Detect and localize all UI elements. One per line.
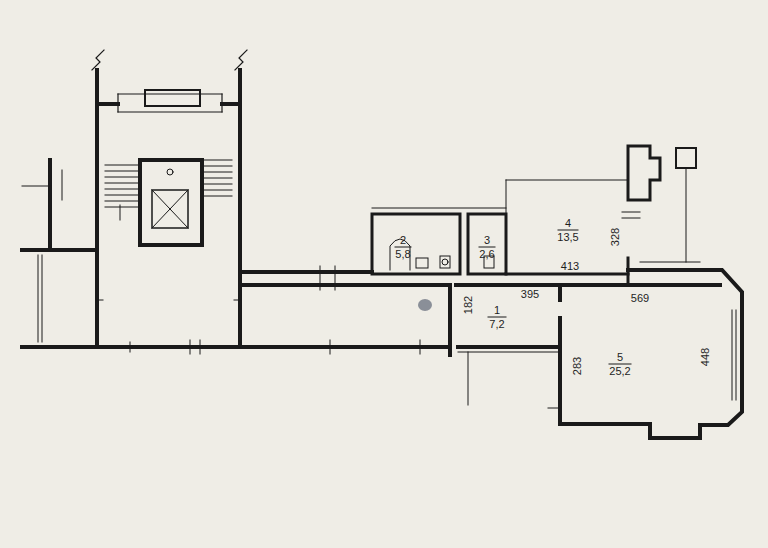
- break-marks: [92, 50, 247, 112]
- room-number: 4: [564, 217, 572, 229]
- vent-shaft: [628, 146, 660, 200]
- room-number: 3: [483, 234, 491, 246]
- window-frame: [145, 90, 200, 106]
- vent-box: [676, 148, 696, 168]
- room-number: 1: [493, 304, 501, 316]
- dimension: 569: [630, 292, 650, 304]
- bay-walls: [560, 270, 742, 438]
- dimension: 182: [462, 295, 474, 315]
- fraction-bars: [395, 230, 631, 364]
- dimension: 328: [609, 227, 621, 247]
- window-lines: [22, 170, 62, 342]
- outer-walls: [22, 272, 720, 405]
- lift-cabin: [152, 190, 188, 228]
- stairwell-walls: [97, 70, 240, 345]
- room-number: 2: [399, 234, 407, 246]
- room-area: 5,8: [394, 248, 411, 260]
- dimension: 283: [571, 356, 583, 376]
- dimension: 448: [699, 347, 711, 367]
- dimension: 413: [560, 260, 580, 272]
- room-number: 5: [616, 351, 624, 363]
- smudge: [418, 299, 432, 311]
- room-area: 7,2: [488, 318, 505, 330]
- room-area: 25,2: [608, 365, 631, 377]
- room-walls: [372, 214, 628, 285]
- dimension: 395: [520, 288, 540, 300]
- room-area: 2,6: [478, 248, 495, 260]
- lift-shaft: [140, 160, 202, 245]
- left-walls: [22, 160, 97, 250]
- wall-openings: [97, 266, 560, 405]
- bay-windows: [548, 310, 736, 408]
- room-area: 13,5: [556, 231, 579, 243]
